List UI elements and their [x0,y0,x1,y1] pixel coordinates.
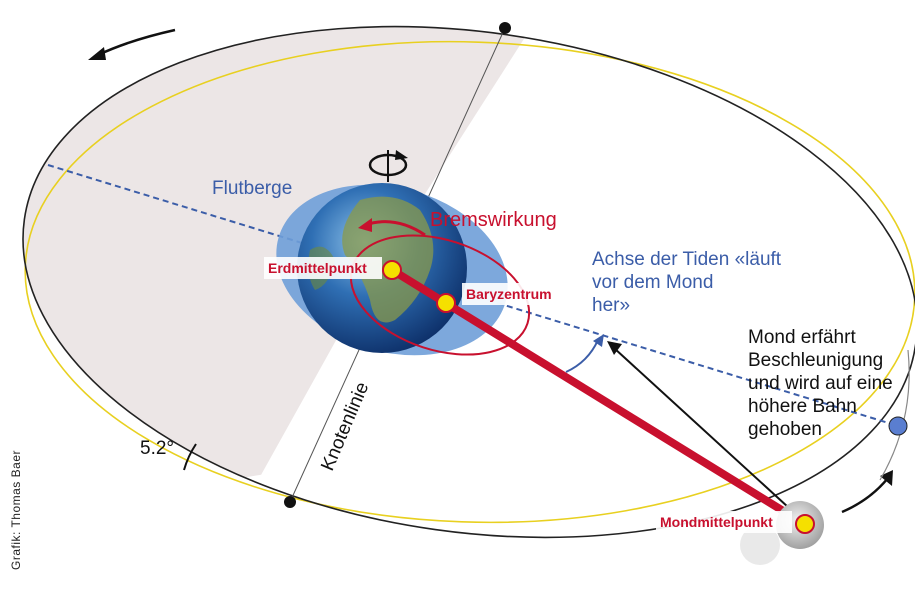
higher-orbit-arc [879,349,910,481]
orbit-direction-arrowhead-bottom [880,470,893,486]
baryzentrum-label-bg [462,283,558,305]
descending-node [284,496,296,508]
tidal-lead-angle-arrowhead [593,334,604,347]
erdmittelpunkt-label: Erdmittelpunkt [268,260,367,276]
bremswirkung-label: Bremswirkung [430,209,557,231]
flutberge-label: Flutberge [212,178,292,199]
moon-effect-label-line5: gehoben [748,419,822,440]
moon-ghost [740,525,780,565]
tidal-axis-label-line3: her» [592,295,630,316]
node-line-label: Knotenlinie [317,379,373,474]
inclination-angle-arc [183,443,197,471]
orbit-direction-arrow-top [97,28,176,57]
orbit-direction-arrowhead-top [88,47,106,60]
moon-center-point [795,514,815,534]
moon-effect-label-line4: höhere Bahn [748,396,857,417]
mondmittelpunkt-label-bg [656,511,792,533]
ascending-node [499,22,511,34]
erdmittelpunkt-label-bg [264,257,382,279]
earth-moon-line [389,266,809,529]
moon-effect-label-line3: und wird auf eine [748,373,893,394]
earth-rotation-arrowhead [395,150,408,160]
mondmittelpunkt-label: Mondmittelpunkt [660,514,773,530]
braking-arrowhead [358,218,372,232]
inclination-angle-label: 5.2° [140,438,174,459]
tidal-axis-label-line1: Achse der Tiden «läuft [592,249,782,270]
orbit-direction-arrow-bottom [841,477,889,514]
barycenter-point [436,293,456,313]
moon-effect-label-line2: Beschleunigung [748,350,883,371]
moon-higher-orbit [888,416,908,436]
moon-effect-label-line1: Mond erfährt [748,327,856,348]
baryzentrum-label: Baryzentrum [466,286,552,302]
moon-acceleration-arrowhead [607,341,622,355]
tidal-lead-angle-arc [565,339,599,373]
moon-acceleration-arrow [613,347,801,519]
earth-center-point [382,260,402,280]
graphic-credit: Grafik: Thomas Baer [9,450,23,570]
tidal-axis-label-line2: vor dem Mond [592,272,713,293]
